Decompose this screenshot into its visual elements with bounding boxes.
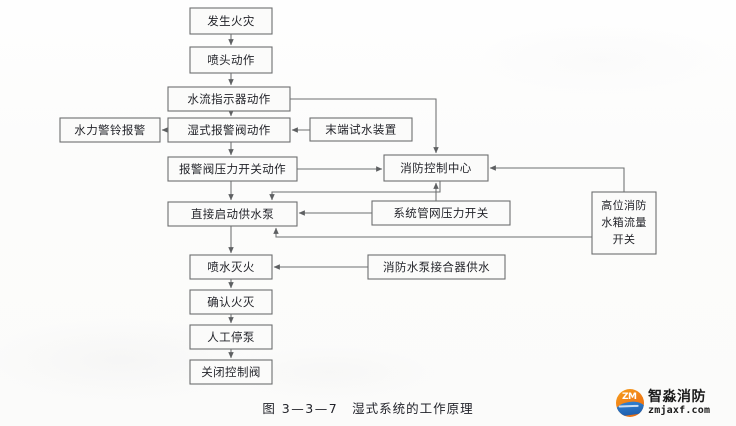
watermark-name: 智淼消防 [648, 389, 706, 405]
watermark-text: 智淼消防 zmjaxf.com [648, 390, 710, 416]
node-label: 人工停泵 [207, 330, 255, 344]
edge-tankflow-to-startpump [273, 227, 592, 238]
edge-tankflow-to-control [489, 165, 625, 192]
caption-number: 图 3—3—7 [262, 401, 339, 416]
node-box [167, 86, 291, 112]
node-flowind: 水流指示器动作 [167, 86, 291, 112]
node-box [59, 117, 161, 143]
node-label: 消防控制中心 [400, 161, 471, 175]
node-label: 水力警铃报警 [74, 123, 145, 137]
node-box [189, 7, 273, 35]
figure-caption: 图 3—3—7 湿式系统的工作原理 [0, 398, 736, 417]
edge-flowind-to-control [290, 98, 439, 154]
node-label: 湿式报警阀动作 [187, 123, 270, 137]
node-box [189, 289, 273, 315]
node-label: 消防水泵接合器供水 [383, 260, 490, 274]
node-label: 高位消防水箱流量开关 [601, 198, 647, 246]
watermark-site: zmjaxf.com [648, 405, 711, 416]
node-box [591, 191, 657, 255]
node-box [383, 154, 489, 182]
node-box [189, 254, 273, 280]
node-label: 喷水灭火 [207, 260, 255, 274]
edge-control-to-startpump [269, 181, 441, 201]
node-label: 水流指示器动作 [187, 92, 270, 106]
node-fire: 发生火灾 [189, 7, 273, 35]
node-box [371, 200, 511, 226]
node-spray: 喷水灭火 [189, 254, 273, 280]
node-startpump: 直接启动供水泵 [167, 201, 298, 227]
connector-group [161, 34, 625, 359]
node-label: 发生火灾 [207, 14, 255, 28]
node-box [167, 156, 298, 182]
node-control: 消防控制中心 [383, 154, 489, 182]
node-stoppump: 人工停泵 [189, 324, 273, 350]
node-label: 系统管网压力开关 [393, 206, 488, 220]
node-adapter: 消防水泵接合器供水 [367, 254, 506, 280]
node-closevalve: 关闭控制阀 [189, 359, 273, 385]
node-box [167, 117, 291, 143]
node-sprinkler: 喷头动作 [189, 46, 273, 74]
caption-title: 湿式系统的工作原理 [352, 401, 474, 416]
node-confirm: 确认火灭 [189, 289, 273, 315]
wave-shape-icon [616, 399, 644, 417]
node-endtest: 末端试水装置 [309, 117, 413, 142]
node-label: 报警阀压力开关动作 [179, 162, 286, 176]
node-presswitch: 报警阀压力开关动作 [167, 156, 298, 182]
node-label: 确认火灭 [207, 295, 255, 309]
node-box [189, 324, 273, 350]
node-box [189, 359, 273, 385]
watermark: ZM 智淼消防 zmjaxf.com [616, 386, 732, 420]
node-wetvalve: 湿式报警阀动作 [167, 117, 291, 143]
node-netpress: 系统管网压力开关 [371, 200, 511, 226]
node-label: 末端试水装置 [325, 122, 396, 136]
node-box [367, 254, 506, 280]
node-box [167, 201, 298, 227]
node-box [189, 46, 273, 74]
node-label: 关闭控制阀 [201, 365, 261, 379]
brand-logo-icon: ZM [616, 389, 644, 417]
brand-monogram: ZM [622, 392, 637, 402]
node-tankflow: 高位消防水箱流量开关 [591, 191, 657, 255]
node-bell: 水力警铃报警 [59, 117, 161, 143]
node-label: 直接启动供水泵 [191, 207, 274, 221]
node-box [309, 117, 413, 142]
node-label: 喷头动作 [207, 53, 255, 67]
